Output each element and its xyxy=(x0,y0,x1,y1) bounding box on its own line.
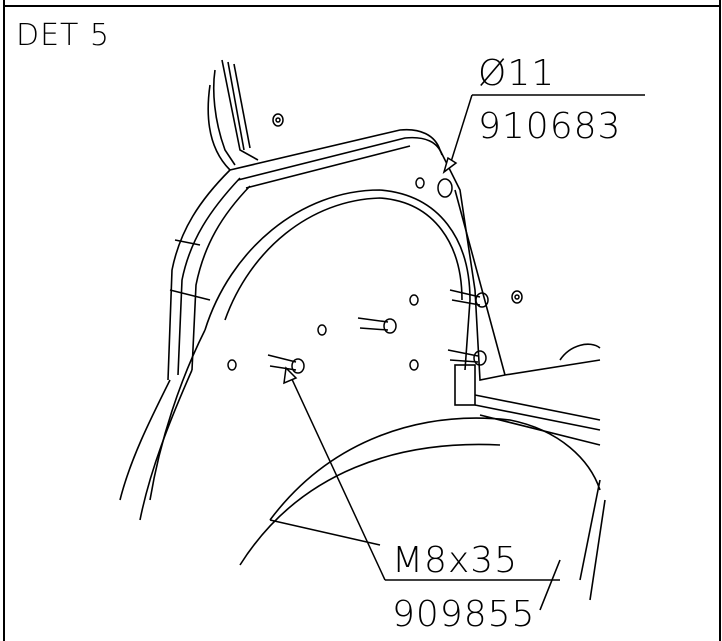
hole-icon xyxy=(227,359,237,371)
callout-1-top: Ø11 xyxy=(478,53,555,94)
hole-icon xyxy=(317,324,327,336)
callout-leaders xyxy=(283,94,645,581)
callout-2-bottom: 909855 xyxy=(392,594,535,635)
hole-icon xyxy=(511,290,523,304)
frame-border xyxy=(3,0,721,641)
shroud-cover xyxy=(119,128,506,521)
hole-icon xyxy=(272,113,284,127)
detail-title: DET 5 xyxy=(16,18,110,53)
callout-1-bottom: 910683 xyxy=(478,106,621,147)
rear-post xyxy=(207,59,259,171)
base-frame xyxy=(239,343,606,611)
callout-2-top: M8x35 xyxy=(392,540,518,581)
hole-icon xyxy=(409,359,419,371)
hole-icon xyxy=(415,177,425,189)
hole-icon xyxy=(409,294,419,306)
fasteners xyxy=(227,113,523,374)
